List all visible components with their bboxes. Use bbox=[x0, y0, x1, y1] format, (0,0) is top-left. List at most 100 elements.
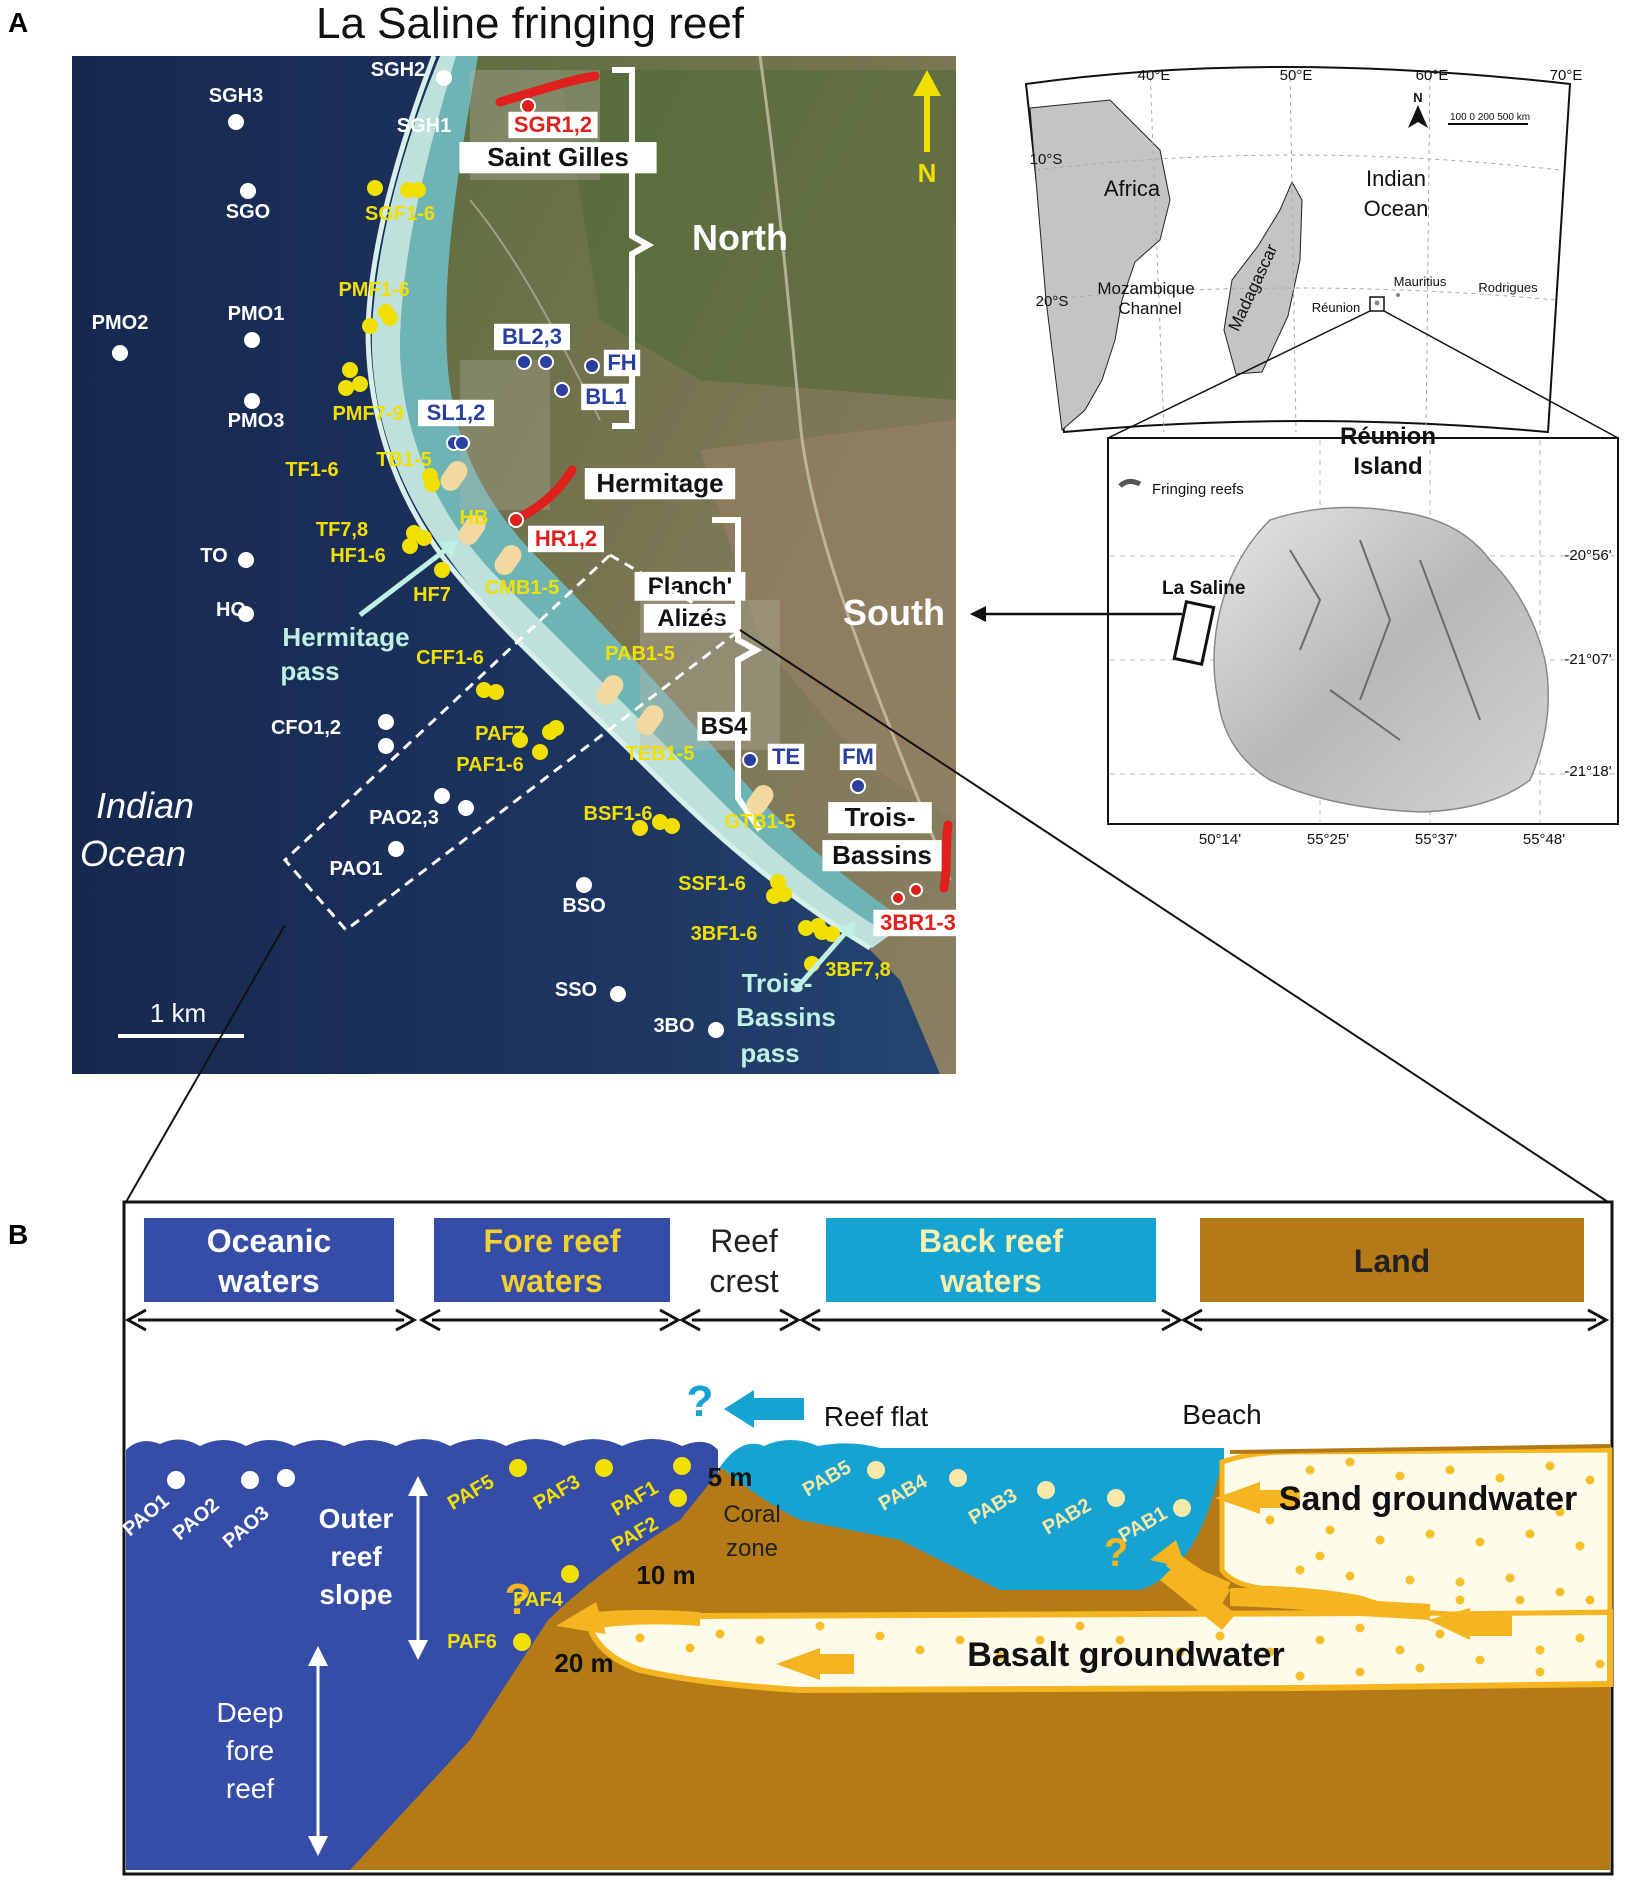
oceanic-station-label: SGH1 bbox=[397, 115, 451, 137]
oceanic-station-dot bbox=[378, 738, 394, 754]
sediment-grain bbox=[995, 1651, 1005, 1661]
groundwater-station-label-box bbox=[494, 323, 570, 351]
oceanic-station-dot bbox=[240, 183, 256, 199]
fore-reef-station-label: 3BF1-6 bbox=[691, 923, 758, 945]
back-reef-station-label: TEB1-5 bbox=[626, 743, 695, 765]
reef-flat-label: Reef flat bbox=[824, 1401, 928, 1432]
hermitage-pass-label-2: pass bbox=[280, 656, 339, 686]
sediment-grain bbox=[1585, 1595, 1595, 1605]
fore-reef-station-dot bbox=[664, 818, 680, 834]
island-longitude: 55°48' bbox=[1523, 831, 1565, 848]
oceanic-station-dot bbox=[708, 1022, 724, 1038]
zone-header-box bbox=[826, 1218, 1156, 1302]
fore-reef-station-dot bbox=[488, 684, 504, 700]
paf-station-label: PAF6 bbox=[447, 1631, 497, 1653]
groundwater-station-label: SL1,2 bbox=[427, 400, 486, 425]
oceanic-station-dot bbox=[112, 345, 128, 361]
beach-label: Beach bbox=[1182, 1399, 1261, 1430]
fore-reef-station-label: TF1-6 bbox=[285, 459, 338, 481]
latitude-label: 10°S bbox=[1030, 151, 1063, 168]
inset-place-reunion: Réunion bbox=[1312, 300, 1360, 315]
fore-reef-station-label: PMF7-9 bbox=[332, 403, 403, 425]
sgd-label: SGR1,2 bbox=[514, 112, 592, 137]
groundwater-station-label-box bbox=[603, 349, 641, 377]
place-label-planch-box bbox=[634, 571, 746, 601]
sediment-grain bbox=[1215, 1631, 1225, 1641]
north-zone-label: North bbox=[692, 217, 788, 258]
latitude-label: 20°S bbox=[1036, 293, 1069, 310]
back-reef-station-blob bbox=[458, 515, 486, 545]
place-label-saint-gilles: Saint Gilles bbox=[487, 142, 629, 172]
deep-fore-reef-label: fore bbox=[226, 1735, 274, 1766]
sediment-grain bbox=[1555, 1507, 1565, 1517]
place-label-alizes: Alizés bbox=[657, 605, 726, 632]
back-reef-station-blob bbox=[494, 545, 522, 575]
fore-reef-station-dot bbox=[824, 926, 840, 942]
longitude-label: 60°E bbox=[1416, 67, 1449, 84]
groundwater-station-label-box bbox=[581, 383, 631, 411]
sgd-sites bbox=[495, 71, 953, 905]
inset-place-indian: Indian bbox=[1366, 166, 1426, 191]
zone-span-arrowhead bbox=[395, 1308, 418, 1332]
sediment-grain bbox=[1345, 1571, 1355, 1581]
sgd-label: HR1,2 bbox=[535, 526, 597, 551]
zone-header-label: Fore reef bbox=[484, 1223, 621, 1259]
fore-reef-station-dot bbox=[532, 744, 548, 760]
oceanic-station-label: SGO bbox=[226, 201, 270, 223]
place-label-bs4-box bbox=[697, 711, 751, 741]
oceanic-station-dot bbox=[388, 841, 404, 857]
panel-a-letter: A bbox=[8, 7, 28, 38]
sediment-grain bbox=[1315, 1551, 1325, 1561]
coral-zone-label: Coral bbox=[723, 1501, 780, 1528]
place-label-trois-box bbox=[828, 802, 932, 834]
oceanic-station-dot bbox=[238, 552, 254, 568]
fore-reef-station-label: PAF7 bbox=[475, 723, 525, 745]
oceanic-station-label: SGH2 bbox=[371, 59, 425, 81]
trois-bassins-pass-label-2: Bassins bbox=[736, 1002, 836, 1032]
paf-station-dot bbox=[509, 1459, 527, 1477]
sediment-grain bbox=[1445, 1465, 1455, 1475]
paf-station-dot bbox=[673, 1457, 691, 1475]
sediment-grain bbox=[715, 1629, 725, 1639]
panel-b-letter: B bbox=[8, 1219, 28, 1250]
back-reef-station-label: PAB1-5 bbox=[605, 643, 675, 665]
sand-groundwater-lens bbox=[1219, 1447, 1613, 1617]
zoom-line-left bbox=[125, 924, 286, 1203]
back-reef-station-blob bbox=[636, 705, 664, 735]
groundwater-station-label-box bbox=[839, 743, 877, 771]
outer-reef-slope-label: reef bbox=[330, 1541, 382, 1572]
island-latitude: -21°18' bbox=[1564, 763, 1611, 780]
south-zone-label: South bbox=[843, 592, 945, 633]
paf-station-dot bbox=[561, 1565, 579, 1583]
island-longitude: 55°37' bbox=[1415, 831, 1457, 848]
fore-reef-station-dot bbox=[548, 720, 564, 736]
zone-span-arrowhead bbox=[124, 1308, 147, 1332]
inset-place-africa: Africa bbox=[1104, 176, 1161, 201]
sediment-grain bbox=[1455, 1577, 1465, 1587]
place-label-trois: Trois- bbox=[845, 802, 916, 832]
sediment-grain bbox=[635, 1633, 645, 1643]
sediment-grain bbox=[1475, 1655, 1485, 1665]
map-title: La Saline fringing reef bbox=[316, 0, 745, 48]
svg-text:1 km: 1 km bbox=[150, 998, 206, 1028]
longitude-label: 40°E bbox=[1138, 67, 1171, 84]
depth-label-20m: 20 m bbox=[554, 1648, 613, 1678]
oceanic-station-dot bbox=[436, 70, 452, 86]
north-zone-bracket bbox=[612, 67, 655, 429]
oceanic-station-label: 3BO bbox=[653, 1015, 694, 1037]
hermitage-pass-label-1: Hermitage bbox=[282, 622, 409, 652]
groundwater-station-dot bbox=[454, 435, 470, 451]
inset-connector-left bbox=[1107, 310, 1371, 439]
back-reef-station-label: CMB1-5 bbox=[485, 577, 559, 599]
place-label-hermitage: Hermitage bbox=[596, 468, 723, 498]
sediment-grain bbox=[1325, 1525, 1335, 1535]
groundwater-station-label: TE bbox=[772, 744, 800, 769]
groundwater-station-dot bbox=[742, 752, 758, 768]
pab-station-dot bbox=[949, 1469, 967, 1487]
pab-station-dot bbox=[867, 1461, 885, 1479]
sand-groundwater-label: Sand groundwater bbox=[1279, 1480, 1577, 1518]
oceanic-station-label: PMO1 bbox=[228, 303, 285, 325]
zone-header-label: waters bbox=[500, 1263, 602, 1299]
oceanic-station-dot bbox=[228, 114, 244, 130]
